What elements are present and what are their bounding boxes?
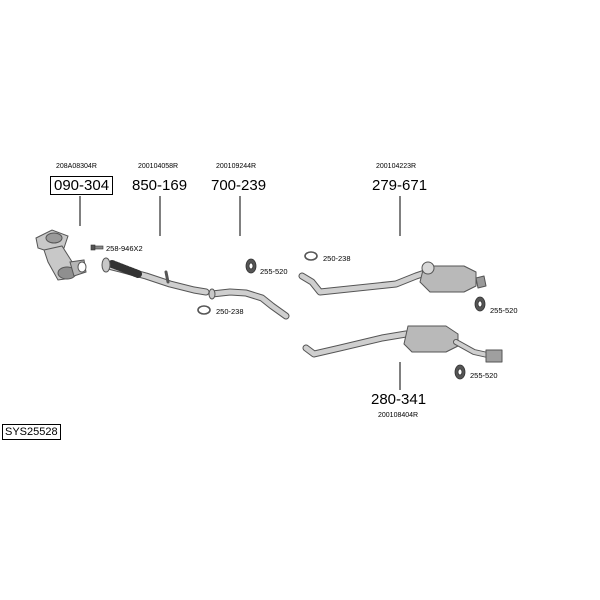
rubber-mount-icon-3	[454, 364, 466, 380]
rubber-mount-icon-1	[245, 258, 257, 274]
intermediate-pipe-part-number[interactable]: 700-239	[211, 177, 267, 194]
clamp-2-label[interactable]: 250-238	[323, 254, 351, 263]
clamp-1-label[interactable]: 250-238	[216, 307, 244, 316]
catalyst-part-number[interactable]: 090-304	[50, 176, 114, 195]
bolt-kit-label[interactable]: 258-946X2	[106, 244, 143, 253]
mount-3-label[interactable]: 255-520	[470, 371, 498, 380]
front-pipe-part	[101, 257, 210, 296]
rear-silencer-ref: 200104223R	[376, 163, 417, 170]
mount-1-label[interactable]: 255-520	[260, 267, 288, 276]
catalyst-ref: 208A08304R	[56, 163, 97, 170]
clamp-icon-2	[304, 251, 318, 261]
mount-2-label[interactable]: 255-520	[490, 306, 518, 315]
clamp-icon-1	[197, 305, 211, 315]
bolt-icon	[90, 244, 104, 251]
system-code-box: SYS25528	[2, 424, 61, 440]
intermediate-pipe-part	[208, 288, 290, 320]
alt-rear-silencer-part-number[interactable]: 280-341	[371, 391, 427, 408]
intermediate-pipe-ref: 200109244R	[216, 163, 257, 170]
rear-silencer-part-number[interactable]: 279-671	[372, 177, 428, 194]
catalyst-part	[35, 229, 87, 281]
leader-lines	[79, 196, 401, 390]
alt-rear-silencer-part	[302, 325, 503, 363]
front-pipe-ref: 200104058R	[138, 163, 179, 170]
front-pipe-part-number[interactable]: 850-169	[132, 177, 188, 194]
alt-rear-silencer-ref: 200108404R	[378, 412, 419, 419]
rear-silencer-part	[298, 261, 487, 296]
rubber-mount-icon-2	[474, 296, 486, 312]
